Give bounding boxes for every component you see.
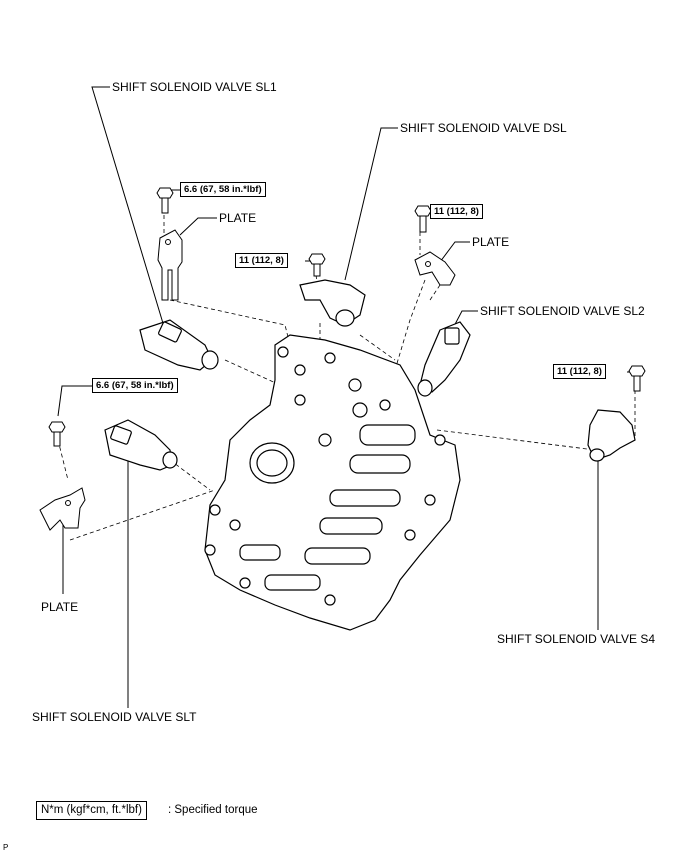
label-plate-lower-left: PLATE <box>41 600 79 614</box>
page-code: P <box>3 843 9 852</box>
torque-dsl-bolt: 11 (112, 8) <box>235 253 288 268</box>
bolt-upper-left <box>156 187 174 214</box>
valve-body <box>204 334 461 631</box>
solenoid-slt <box>104 419 178 471</box>
plate-upper-left <box>157 229 183 301</box>
leader-sl1 <box>91 86 166 331</box>
bolt-dsl <box>308 253 326 277</box>
label-plate-upper-left: PLATE <box>219 211 257 225</box>
bolt-lower-left <box>48 421 66 447</box>
torque-plate-right-bolt: 11 (112, 8) <box>430 204 483 219</box>
torque-s4-bolt: 11 (112, 8) <box>553 364 606 379</box>
solenoid-sl1 <box>139 319 219 371</box>
leader-plate-ul <box>179 217 217 236</box>
legend-torque-box: N*m (kgf*cm, ft.*lbf) <box>36 801 147 820</box>
torque-upper-left: 6.6 (67, 58 in.*lbf) <box>180 182 266 197</box>
solenoid-dsl <box>299 279 366 327</box>
solenoid-sl2 <box>417 321 471 397</box>
leader-plate-ur <box>439 241 470 263</box>
label-plate-upper-right: PLATE <box>472 235 510 249</box>
leader-dsl <box>344 127 398 281</box>
torque-lower-left: 6.6 (67, 58 in.*lbf) <box>92 378 178 393</box>
label-sl2: SHIFT SOLENOID VALVE SL2 <box>480 304 645 318</box>
plate-upper-right <box>414 251 456 286</box>
bolt-s4 <box>628 365 646 392</box>
bolt-plate-right <box>414 205 432 233</box>
label-slt: SHIFT SOLENOID VALVE SLT <box>32 710 197 724</box>
plate-lower-left <box>39 487 86 531</box>
solenoid-s4 <box>587 409 636 462</box>
label-s4: SHIFT SOLENOID VALVE S4 <box>497 632 656 646</box>
legend-description: : Specified torque <box>168 804 258 816</box>
label-sl1: SHIFT SOLENOID VALVE SL1 <box>112 80 277 94</box>
label-dsl: SHIFT SOLENOID VALVE DSL <box>400 121 567 135</box>
